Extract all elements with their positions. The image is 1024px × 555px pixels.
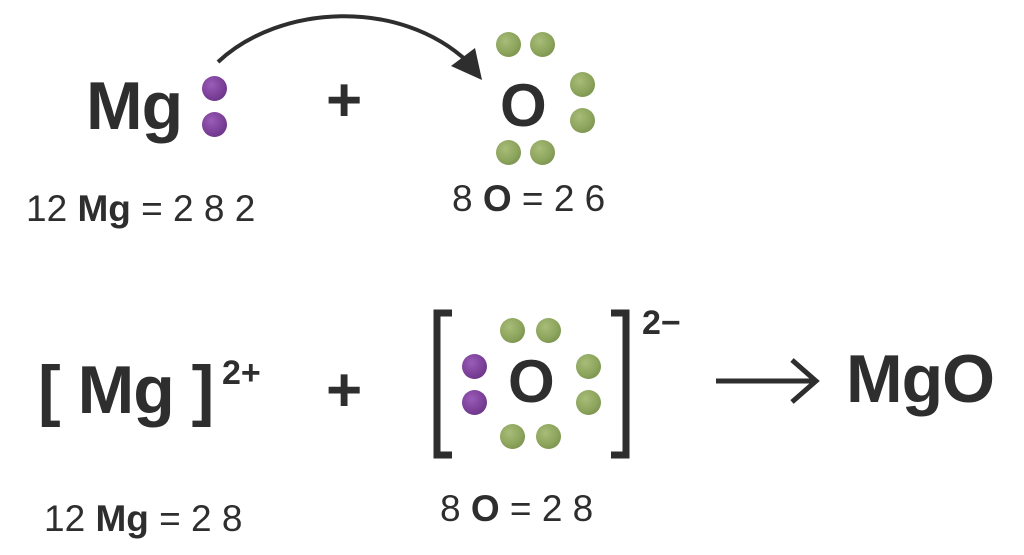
element-symbol: Mg: [77, 188, 131, 229]
shell-distribution: 2 6: [553, 178, 606, 219]
o-electron: [500, 318, 525, 343]
plus-sign-top: +: [326, 66, 363, 135]
element-symbol: O: [482, 178, 512, 219]
open-bracket: [: [38, 352, 61, 428]
shell-distribution: 2 8 2: [173, 188, 256, 229]
equals-sign: =: [141, 188, 163, 229]
o-valence-electron: [530, 32, 555, 57]
element-symbol: Mg: [95, 498, 149, 539]
atomic-number: 8: [440, 488, 461, 529]
shell-distribution: 2 8: [191, 498, 243, 539]
right-arrow-icon: [716, 358, 820, 404]
oxide-ion-brackets: [433, 309, 630, 459]
equals-sign: =: [521, 178, 544, 219]
equals-sign: =: [159, 498, 181, 539]
atomic-number: 8: [452, 178, 473, 219]
atomic-number: 12: [44, 498, 86, 539]
o-valence-electron: [496, 32, 521, 57]
right-square-bracket: [611, 309, 630, 459]
element-symbol: O: [470, 488, 500, 529]
o-electron: [576, 390, 601, 415]
transferred-mg-electron: [462, 354, 487, 379]
o-ion-electron-configuration: 8 O = 2 8: [440, 490, 593, 527]
equals-sign: =: [509, 488, 532, 529]
o-valence-electron: [530, 140, 555, 165]
left-square-bracket: [433, 309, 452, 459]
o-electron: [536, 318, 561, 343]
mg-electron-configuration: 12 Mg = 2 8 2: [26, 190, 255, 227]
curved-arrow-icon: [216, 14, 482, 80]
product-mgo: MgO: [846, 341, 995, 417]
o-valence-electron: [496, 140, 521, 165]
mg-ion-charge: 2+: [222, 354, 261, 392]
o-electron-configuration: 8 O = 2 6: [452, 180, 605, 217]
mg-ion-electron-configuration: 12 Mg = 2 8: [44, 500, 242, 537]
atomic-number: 12: [26, 188, 68, 229]
o-electron: [576, 354, 601, 379]
transferred-mg-electron: [462, 390, 487, 415]
o-electron: [500, 424, 525, 449]
mg-valence-electron: [202, 112, 227, 137]
shell-distribution: 2 8: [541, 488, 594, 529]
close-bracket: ]: [191, 352, 215, 428]
plus-sign-bottom: +: [326, 356, 363, 425]
o-valence-electron: [570, 72, 595, 97]
mg-ion: [ Mg ]: [38, 356, 214, 424]
mg-ion-symbol: Mg: [77, 352, 175, 428]
o-ion-charge: 2−: [642, 304, 681, 342]
mg-valence-electron: [202, 76, 227, 101]
o-atom-symbol: O: [500, 72, 547, 139]
o-electron: [536, 424, 561, 449]
o-valence-electron: [570, 108, 595, 133]
mg-atom-symbol: Mg: [86, 68, 183, 144]
o-ion-symbol: O: [508, 348, 555, 415]
